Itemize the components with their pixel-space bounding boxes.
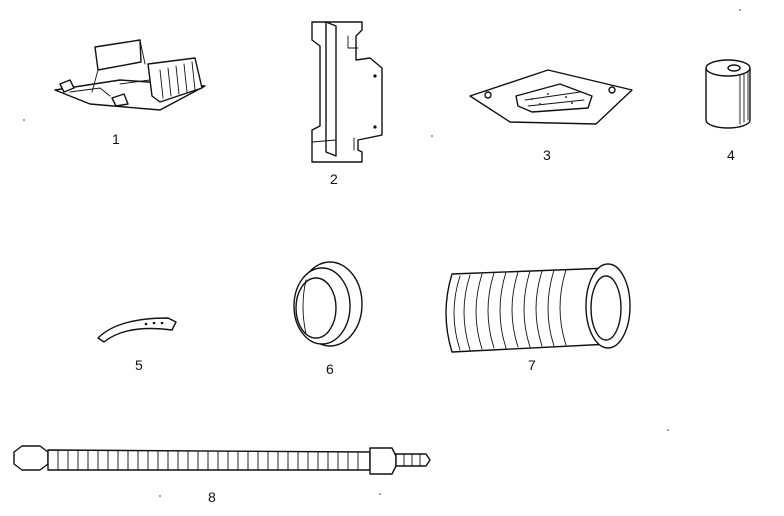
part-3-label: 3 [543,147,551,163]
part-3-gasket-pad [469,69,633,125]
part-2-mounting-plate [311,21,383,163]
part-1-bracket-tray [54,39,206,111]
part-6-label: 6 [326,361,334,377]
part-1-label: 1 [112,131,120,147]
part-7-bellows-sleeve [445,263,631,353]
part-7-label: 7 [528,357,536,373]
part-6-grommet [293,261,363,347]
part-4-label: 4 [727,147,735,163]
part-4-roller [705,59,751,129]
part-5-label: 5 [135,357,143,373]
part-2-label: 2 [330,171,338,187]
part-8-label: 8 [208,489,216,505]
part-8-flexible-hose [13,445,431,475]
part-5-strap [97,317,177,343]
scan-specks [23,9,741,497]
